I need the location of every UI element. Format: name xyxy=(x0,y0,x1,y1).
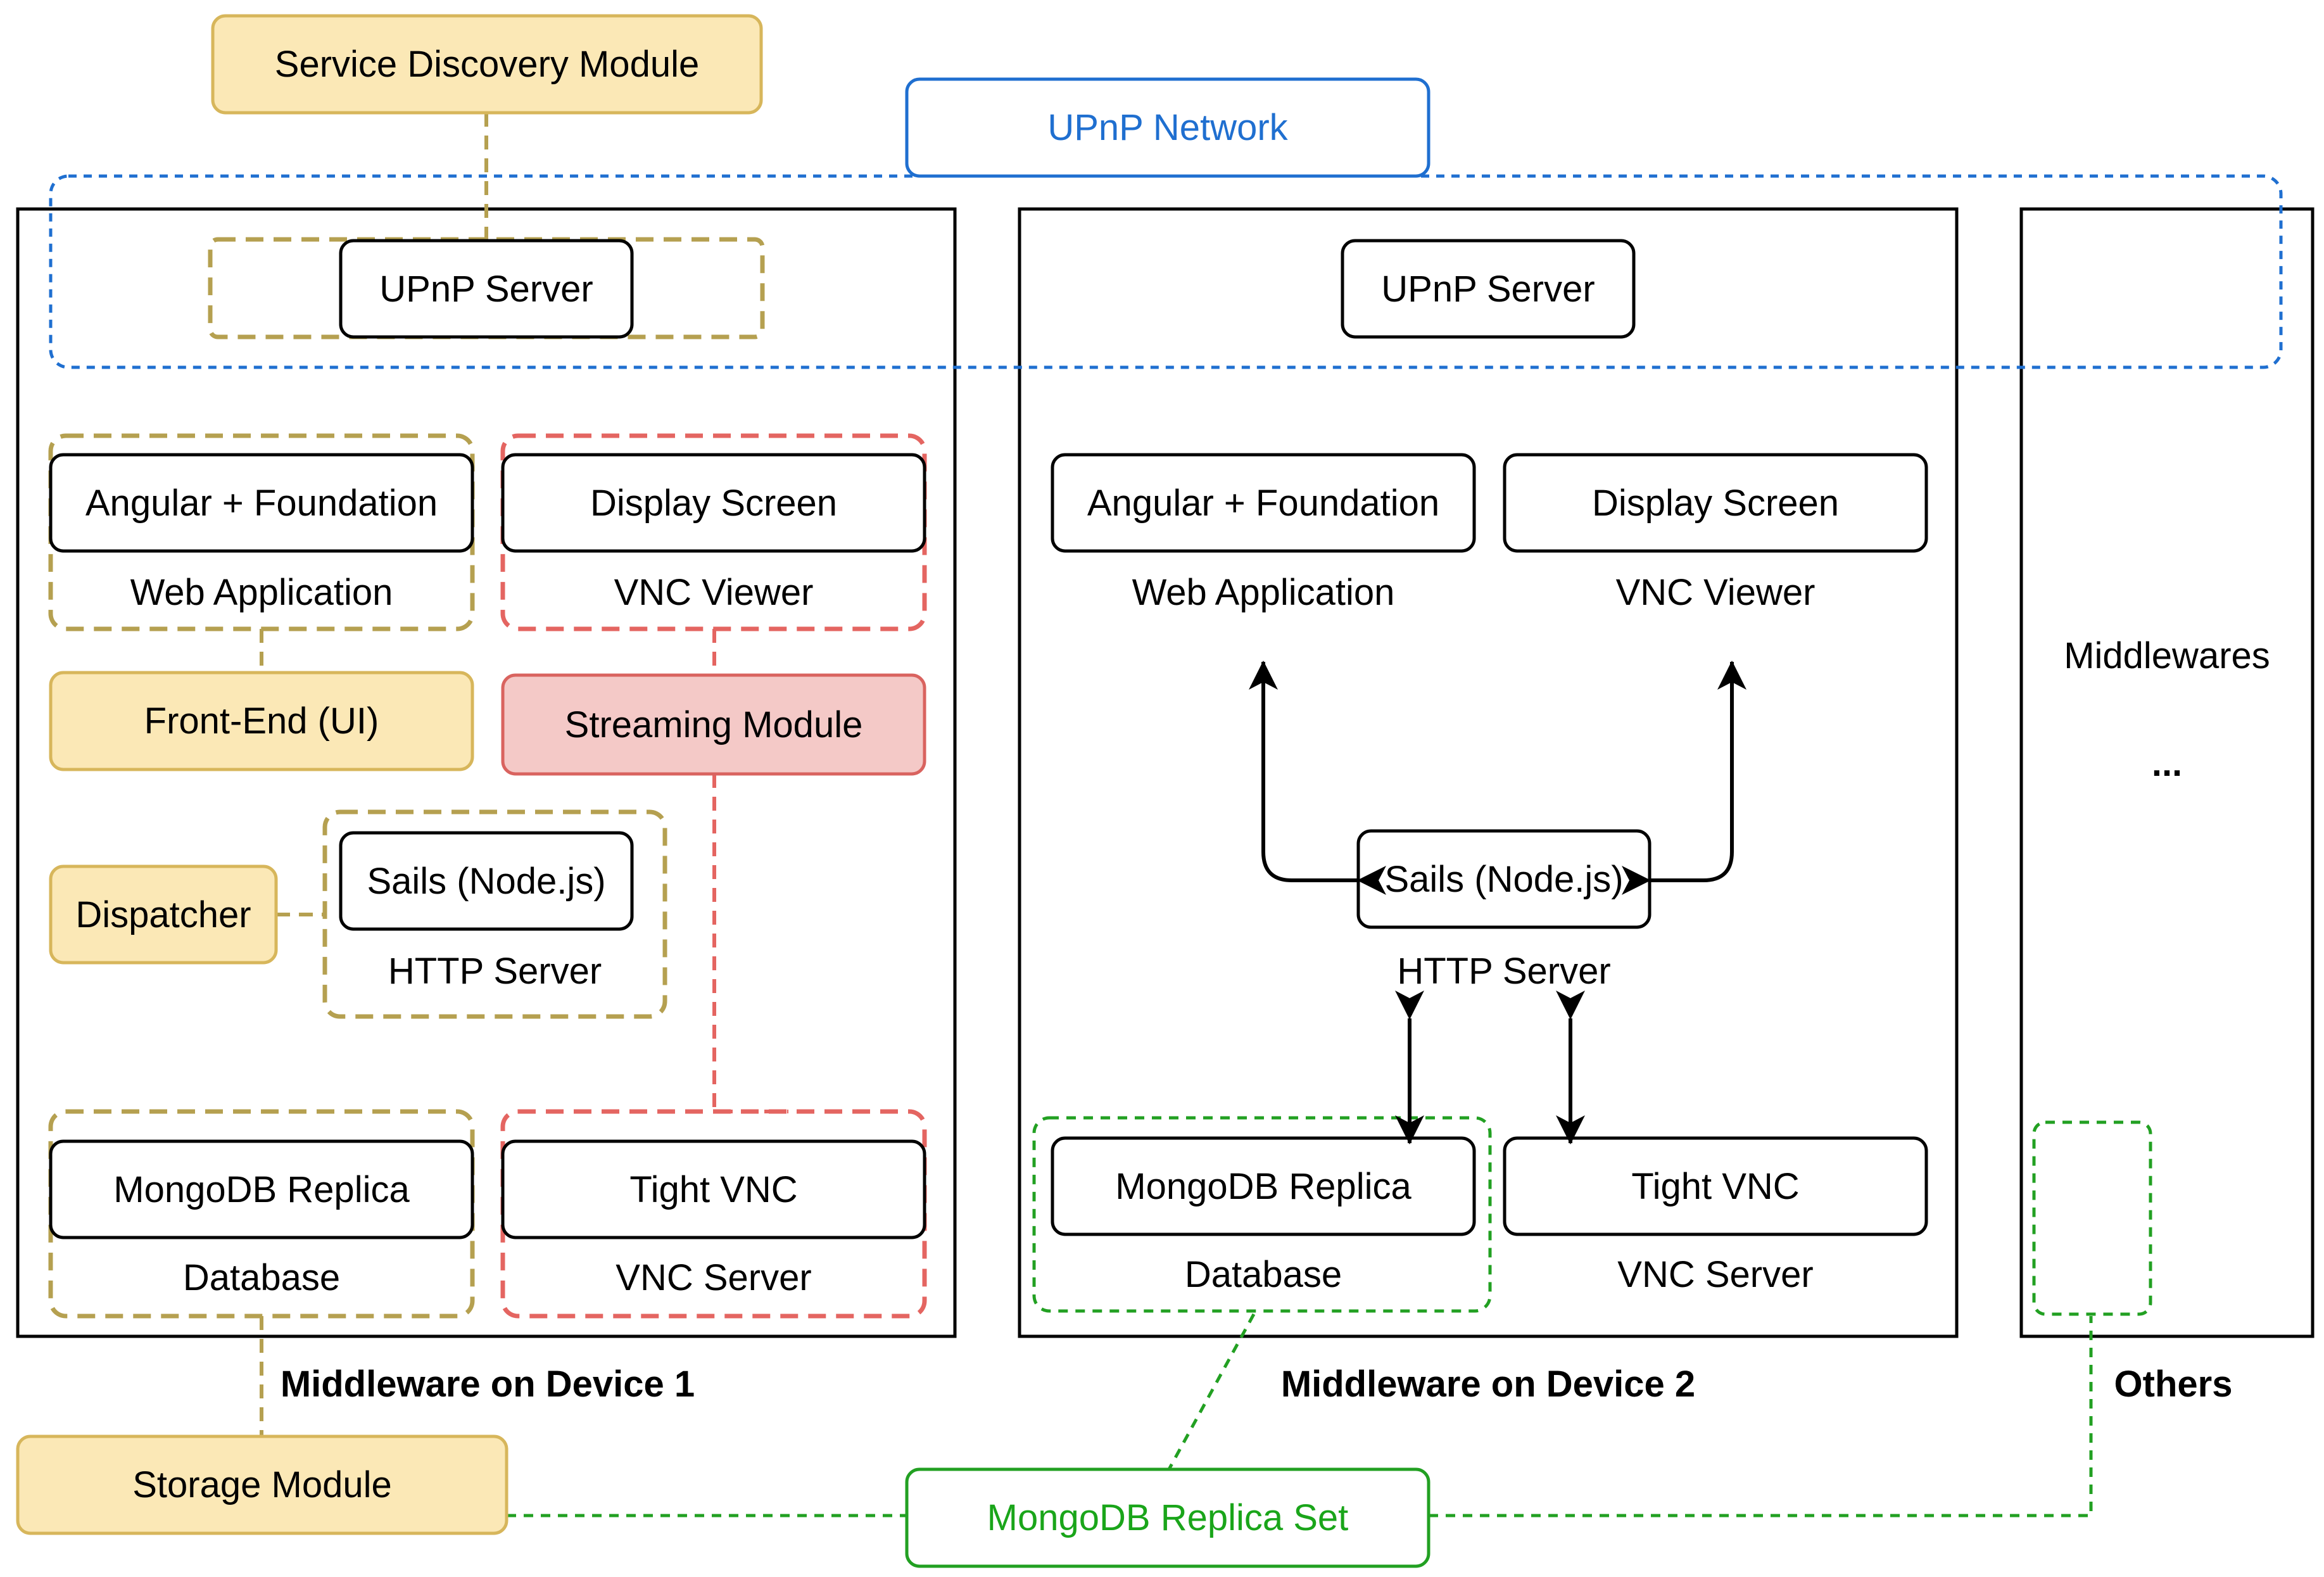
device1-http-group xyxy=(322,809,667,1019)
device1-mongodb-box xyxy=(49,1139,474,1239)
device2-angular-label: Angular + Foundation xyxy=(1087,482,1440,524)
arrow-sails-webapp xyxy=(1249,661,1386,895)
replicaset-label: MongoDB Replica Set xyxy=(987,1497,1349,1538)
front-end-label: Front-End (UI) xyxy=(144,700,379,742)
front-end-box xyxy=(49,671,474,771)
device2-database-label: Database xyxy=(1184,1253,1342,1295)
upnp-network-box xyxy=(905,77,1430,178)
others-middlewares-label: Middlewares xyxy=(2064,635,2270,676)
device1-caption: Middleware on Device 1 xyxy=(280,1363,695,1405)
device1-tightvnc-box xyxy=(501,1139,926,1239)
streaming-label: Streaming Module xyxy=(564,704,863,745)
streaming-box xyxy=(501,673,926,776)
connector-replicaset-others xyxy=(1429,1316,2093,1517)
device2-vncserver-label: VNC Server xyxy=(1617,1253,1814,1295)
device1-vncserver-label: VNC Server xyxy=(616,1257,812,1298)
device1-angular-box xyxy=(49,453,474,553)
others-caption: Others xyxy=(2114,1363,2233,1405)
upnp-network-label: UPnP Network xyxy=(1047,107,1288,148)
device2-tightvnc-label: Tight VNC xyxy=(1631,1165,1800,1207)
device2-sails-label: Sails (Node.js) xyxy=(1384,858,1624,900)
device2-angular-box xyxy=(1051,453,1476,553)
replicaset-box xyxy=(905,1467,1430,1568)
device1-display-label: Display Screen xyxy=(590,482,838,524)
service-discovery-box xyxy=(211,14,763,115)
device1-sails-label: Sails (Node.js) xyxy=(367,860,606,902)
device1-sails-box xyxy=(339,831,634,931)
device2-tightvnc-box xyxy=(1503,1136,1928,1236)
device1-vncviewer-label: VNC Viewer xyxy=(614,571,814,613)
device1-tightvnc-label: Tight VNC xyxy=(629,1168,798,1210)
device2-display-box xyxy=(1503,453,1928,553)
device1-http-label: HTTP Server xyxy=(388,950,602,992)
device1-upnp-server-box xyxy=(339,239,634,339)
dispatcher-box xyxy=(49,864,278,965)
device2-mongodb-box xyxy=(1051,1136,1476,1236)
device2-webapp-label: Web Application xyxy=(1132,571,1395,613)
device2-caption: Middleware on Device 2 xyxy=(1280,1363,1696,1405)
device1-database-label: Database xyxy=(182,1257,341,1298)
device1-mongodb-label: MongoDB Replica xyxy=(113,1168,410,1210)
device2-http-label: HTTP Server xyxy=(1397,950,1611,992)
device1-angular-label: Angular + Foundation xyxy=(85,482,438,524)
device2-vncviewer-label: VNC Viewer xyxy=(1615,571,1816,613)
others-container xyxy=(2019,207,2315,1338)
service-discovery-label: Service Discovery Module xyxy=(274,44,700,85)
arrow-sails-vncviewer xyxy=(1622,661,1746,895)
connector-db2-replicaset xyxy=(1167,1313,1256,1471)
device2-container xyxy=(1018,207,1959,1338)
others-ellipsis: ... xyxy=(2151,742,2183,784)
others-database-group xyxy=(2032,1120,2152,1316)
device2-upnp-server-box xyxy=(1341,239,1636,339)
device2-upnp-server-label: UPnP Server xyxy=(1381,268,1595,310)
device2-database-group xyxy=(1032,1116,1492,1313)
storage-box xyxy=(16,1434,508,1535)
dispatcher-label: Dispatcher xyxy=(75,894,251,935)
device2-mongodb-label: MongoDB Replica xyxy=(1115,1165,1411,1207)
device1-upnp-server-label: UPnP Server xyxy=(379,268,593,310)
device1-display-box xyxy=(501,453,926,553)
storage-label: Storage Module xyxy=(132,1464,392,1505)
connector-streaming-vncserver xyxy=(712,774,788,1113)
device2-display-label: Display Screen xyxy=(1591,482,1840,524)
device1-webapp-label: Web Application xyxy=(130,571,393,613)
